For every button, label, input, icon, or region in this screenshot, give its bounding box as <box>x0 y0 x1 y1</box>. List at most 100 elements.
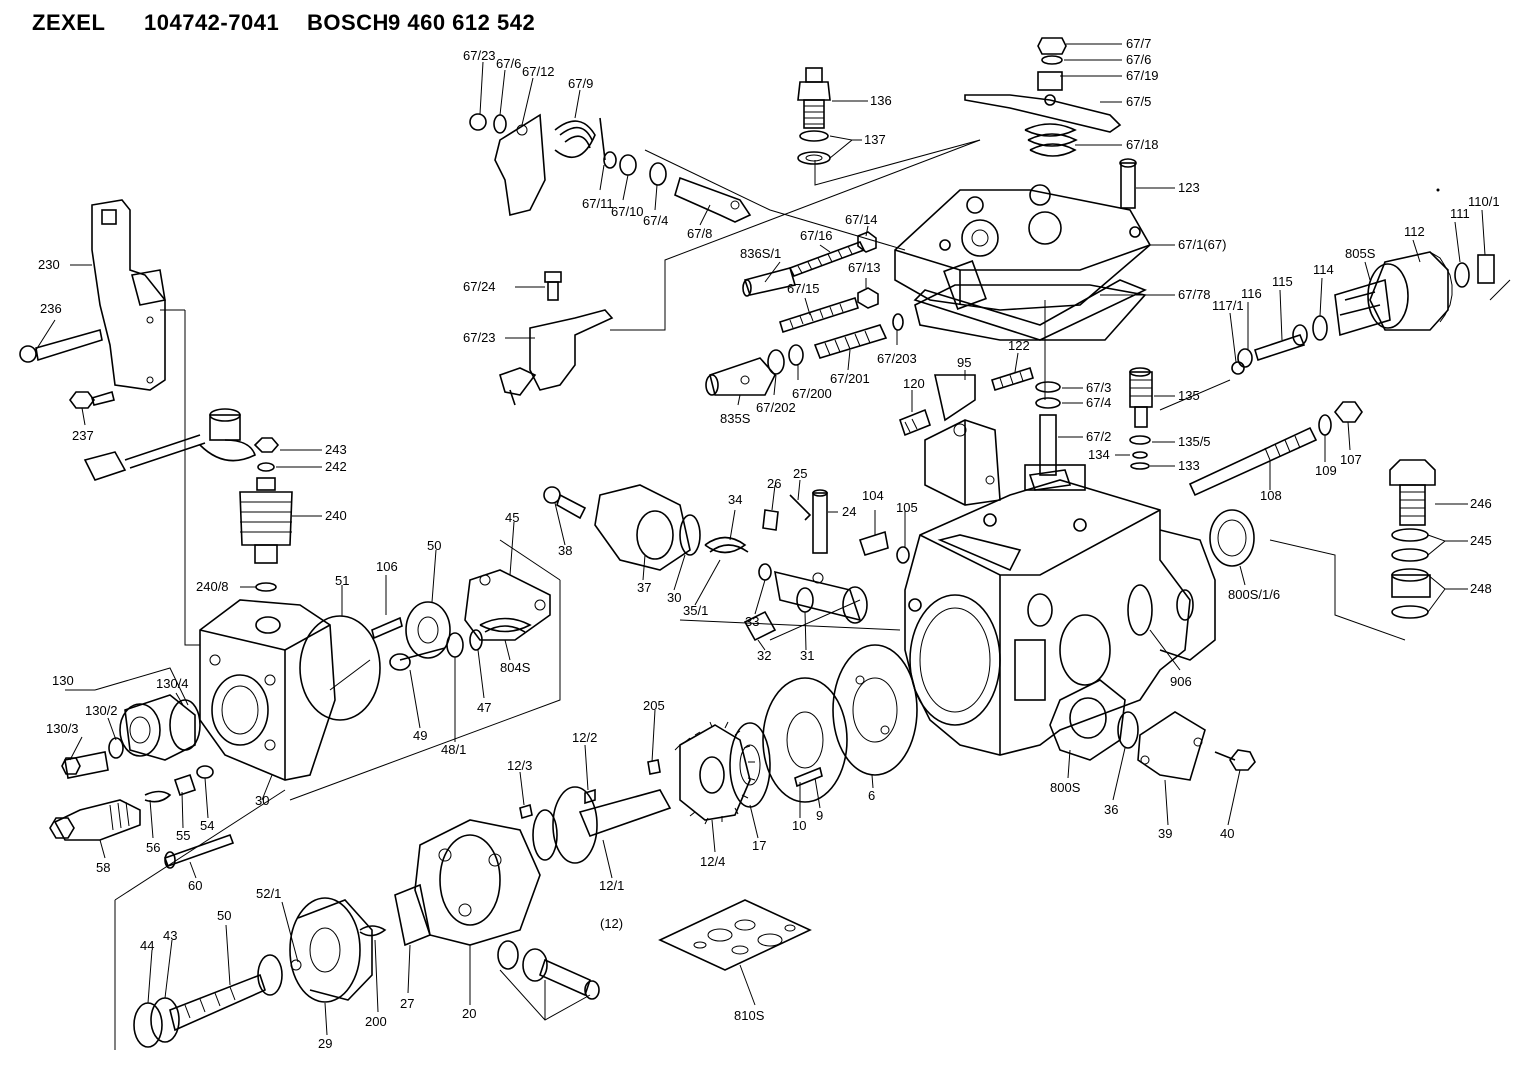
part-label: 50 <box>217 908 231 923</box>
part-label: 805S <box>1345 246 1376 261</box>
part-label: 40 <box>1220 826 1234 841</box>
cover-39-cluster <box>1117 711 1256 781</box>
part-label: 33 <box>745 614 759 629</box>
part-label: 9 <box>816 808 823 823</box>
solenoid-240 <box>83 408 293 592</box>
part-label: 43 <box>163 928 177 943</box>
part-label: 36 <box>1104 802 1118 817</box>
part-label: 120 <box>903 376 925 391</box>
part-label: 37 <box>637 580 651 595</box>
adjust-screws-cluster <box>742 231 879 334</box>
part-label: 133 <box>1178 458 1200 473</box>
pump-housing <box>904 464 1216 761</box>
part-label: 67/11 <box>582 196 614 211</box>
part-label: 810S <box>734 1008 765 1023</box>
banjo-bolt-246 <box>1389 459 1436 619</box>
part-label: 67/4 <box>1086 395 1111 410</box>
part-label: 135/5 <box>1178 434 1211 449</box>
part-label: 242 <box>325 459 347 474</box>
part-label: 243 <box>325 442 347 457</box>
part-label: 95 <box>957 355 971 370</box>
part-label: 67/8 <box>687 226 712 241</box>
brand-zexel: ZEXEL <box>32 10 106 35</box>
part-label: 67/23 <box>463 48 496 63</box>
stop-lever-95 <box>899 366 1034 506</box>
part-label: 804S <box>500 660 531 675</box>
valve-135 <box>1129 367 1153 470</box>
screw-123 <box>1119 158 1137 209</box>
part-label: 51 <box>335 573 349 588</box>
bracket-67-23 <box>499 271 614 406</box>
part-label: 12/1 <box>599 878 624 893</box>
part-label: 55 <box>176 828 190 843</box>
part-label: (12) <box>600 916 623 931</box>
part-label: 34 <box>728 492 742 507</box>
part-label: 67/78 <box>1178 287 1211 302</box>
part-label: 111 <box>1450 206 1470 221</box>
part-label: 245 <box>1470 533 1492 548</box>
part-label: 67/10 <box>611 204 644 219</box>
cover-gasket <box>914 284 1147 341</box>
gasket-kit-810s <box>658 899 812 971</box>
part-label: 67/3 <box>1086 380 1111 395</box>
feed-pump-cluster <box>133 819 600 1048</box>
part-label: 116 <box>1241 286 1262 301</box>
part-label: 836S/1 <box>740 246 781 261</box>
part-label: 906 <box>1170 674 1192 689</box>
part-label: 32 <box>757 648 771 663</box>
brand-bosch: BOSCH <box>307 10 389 35</box>
zexel-part-number: 104742-7041 <box>144 10 280 35</box>
part-label: 17 <box>752 838 766 853</box>
part-label: 130 <box>52 673 74 688</box>
part-label: 67/13 <box>848 260 881 275</box>
part-label: 67/203 <box>877 351 917 366</box>
part-label: 12/3 <box>507 758 532 773</box>
part-label: 237 <box>72 428 94 443</box>
part-label: 123 <box>1178 180 1200 195</box>
part-label: 230 <box>38 257 60 272</box>
bracket-230 <box>19 199 166 409</box>
part-label: 104 <box>862 488 884 503</box>
bearing-800s-1-6 <box>1209 509 1255 567</box>
part-label: 107 <box>1340 452 1362 467</box>
part-label: 106 <box>376 559 398 574</box>
part-label: 26 <box>767 476 781 491</box>
part-label: 67/6 <box>496 56 521 71</box>
part-label: 27 <box>400 996 414 1011</box>
part-label: 12/4 <box>700 854 725 869</box>
part-label: 44 <box>140 938 154 953</box>
part-label: 800S/1/6 <box>1228 587 1280 602</box>
screw-136-assembly <box>797 67 831 165</box>
shaft-108 <box>1188 401 1363 497</box>
part-label: 67/200 <box>792 386 832 401</box>
part-label: 54 <box>200 818 214 833</box>
drive-shaft-12 <box>519 644 918 864</box>
bosch-part-number: 9 460 612 542 <box>388 10 536 35</box>
part-label: 205 <box>643 698 665 713</box>
part-label: 240/8 <box>196 579 229 594</box>
part-labels: 67/23 67/6 67/12 67/9 67/11 67/10 67/4 6… <box>38 36 1500 1051</box>
part-label: 50 <box>427 538 441 553</box>
part-label: 38 <box>558 543 572 558</box>
part-label: 130/4 <box>156 676 189 691</box>
part-label: 134 <box>1088 447 1110 462</box>
part-label: 24 <box>842 504 856 519</box>
part-label: 45 <box>505 510 519 525</box>
governor-cover <box>894 184 1152 341</box>
part-label: 67/7 <box>1126 36 1151 51</box>
part-label: 20 <box>462 1006 476 1021</box>
part-label: 49 <box>413 728 427 743</box>
part-label: 67/23 <box>463 330 496 345</box>
part-label: 67/201 <box>830 371 870 386</box>
part-label: 6 <box>868 788 875 803</box>
marker-dot <box>1436 188 1440 192</box>
linkage-cluster-top <box>469 113 752 223</box>
part-label: 108 <box>1260 488 1282 503</box>
part-label: 135 <box>1178 388 1200 403</box>
part-label: 67/202 <box>756 400 796 415</box>
part-label: 246 <box>1470 496 1492 511</box>
part-label: 236 <box>40 301 62 316</box>
part-label: 137 <box>864 132 886 147</box>
part-label: 58 <box>96 860 110 875</box>
part-label: 67/14 <box>845 212 878 227</box>
